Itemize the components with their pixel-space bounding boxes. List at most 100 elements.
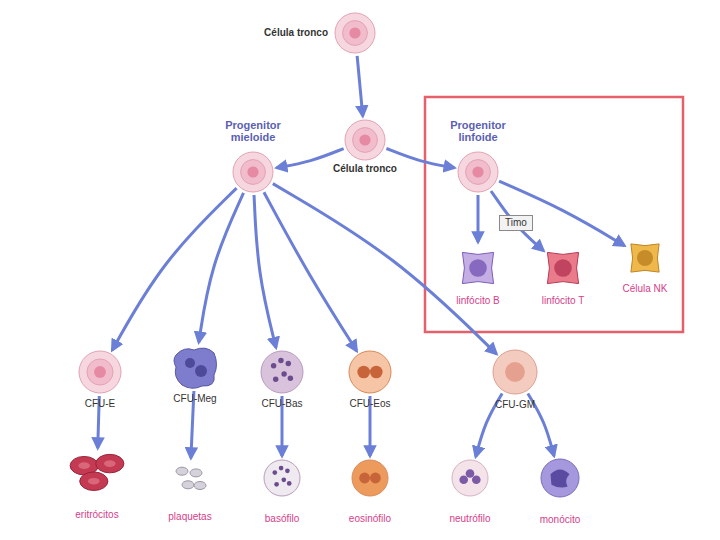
cell-drawing xyxy=(451,459,489,497)
cell-label: Célula tronco xyxy=(264,27,328,39)
cell-art xyxy=(233,152,273,192)
red-cell-center xyxy=(88,478,100,485)
cell-granule xyxy=(286,361,291,366)
cell-granule xyxy=(278,358,283,363)
cell-nucleus-lobe xyxy=(459,475,468,484)
cell-granule xyxy=(281,477,286,482)
cell-label: neutrófilo xyxy=(420,513,520,525)
cell-body xyxy=(79,351,121,393)
cell-drawing xyxy=(263,459,301,497)
cell-drawing xyxy=(232,151,274,193)
cell-label: Progenitor mieloide xyxy=(208,119,298,143)
arrow-connector xyxy=(254,195,276,348)
cell-granule xyxy=(288,376,293,381)
cell-art xyxy=(79,351,121,393)
cell-nucleus-lobe xyxy=(466,469,475,478)
cell-body xyxy=(493,350,537,394)
cell-nucleus xyxy=(370,473,381,484)
cell-node: Progenitor mieloide xyxy=(232,151,274,193)
cell-body xyxy=(233,152,273,192)
cell-art xyxy=(264,460,300,496)
cell-node: eosinófilo xyxy=(351,459,389,497)
platelet xyxy=(176,467,188,475)
cell-label: plaquetas xyxy=(140,511,240,523)
cell-granule xyxy=(274,482,279,487)
cell-label: CFU-GM xyxy=(465,399,565,411)
cell-drawing xyxy=(172,345,218,389)
cell-drawing xyxy=(344,119,386,161)
cell-art xyxy=(345,120,385,160)
cell-node: neutrófilo xyxy=(451,459,489,497)
cell-drawing xyxy=(170,461,210,495)
cell-art xyxy=(452,460,488,496)
arrow-connector xyxy=(112,188,236,350)
cell-nucleus xyxy=(349,27,360,38)
cell-body xyxy=(452,460,488,496)
cell-body xyxy=(345,120,385,160)
cell-node: basófilo xyxy=(263,459,301,497)
cell-label: Célula tronco xyxy=(315,163,415,175)
cell-node: CFU-GM xyxy=(492,349,538,395)
cell-label: Progenitor linfoide xyxy=(433,119,523,143)
cell-label: eosinófilo xyxy=(320,513,420,525)
cell-art xyxy=(349,351,391,393)
cell-granule xyxy=(279,466,284,471)
arrow-connector xyxy=(499,181,624,245)
cell-inner xyxy=(241,160,266,185)
cell-body xyxy=(541,459,579,497)
arrow-connector xyxy=(264,192,357,351)
cell-label: CFU-E xyxy=(50,398,150,410)
cell-granule xyxy=(185,358,195,368)
cell-body xyxy=(458,152,498,192)
cell-granule xyxy=(281,371,286,376)
edge-label: Timo xyxy=(499,215,533,231)
cell-body xyxy=(335,13,375,53)
red-cell-center xyxy=(78,462,90,469)
cell-nucleus xyxy=(637,250,653,266)
cell-body xyxy=(264,460,300,496)
platelet xyxy=(194,481,206,489)
cell-label: eritrócitos xyxy=(47,509,147,521)
cell-label: basófilo xyxy=(232,513,332,525)
arrow-connector xyxy=(357,56,363,116)
cell-label: linfócito B xyxy=(428,295,528,307)
cell-node: linfócito T xyxy=(540,245,586,291)
cell-node: Progenitor linfoide xyxy=(457,151,499,193)
cell-granule xyxy=(285,468,290,473)
cell-granule xyxy=(272,470,277,475)
lymphoid-frame xyxy=(425,97,683,332)
cell-nucleus xyxy=(247,166,258,177)
cell-art xyxy=(261,351,303,393)
cell-art xyxy=(352,460,388,496)
cell-drawing xyxy=(260,350,304,394)
cell-nucleus xyxy=(472,166,483,177)
cell-drawing xyxy=(540,458,580,498)
cell-node: Célula tronco xyxy=(344,119,386,161)
cell-art xyxy=(458,152,498,192)
cell-node: linfócito B xyxy=(455,245,501,291)
cell-nucleus xyxy=(357,366,370,379)
cell-nucleus xyxy=(554,259,572,277)
arrow-connector xyxy=(491,191,543,251)
cell-nucleus-lobe xyxy=(472,475,481,484)
cell-body xyxy=(462,252,493,283)
cell-nucleus xyxy=(505,362,525,382)
cell-nucleus xyxy=(359,134,370,145)
cell-node: CFU-Eos xyxy=(348,350,392,394)
cell-label: Célula NK xyxy=(595,283,695,295)
cell-inner xyxy=(343,21,368,46)
red-cell xyxy=(96,454,124,472)
cell-drawing xyxy=(457,151,499,193)
cell-drawing xyxy=(351,459,389,497)
red-cell xyxy=(80,472,108,490)
cell-granule xyxy=(287,481,292,486)
cell-nucleus xyxy=(94,366,106,378)
cell-drawing xyxy=(624,237,666,279)
cell-granule xyxy=(195,365,207,377)
platelet xyxy=(182,481,194,489)
arrow-connector xyxy=(477,195,480,242)
cell-drawing xyxy=(455,245,501,291)
cell-granule xyxy=(273,377,278,382)
cell-node: Célula tronco xyxy=(334,12,376,54)
